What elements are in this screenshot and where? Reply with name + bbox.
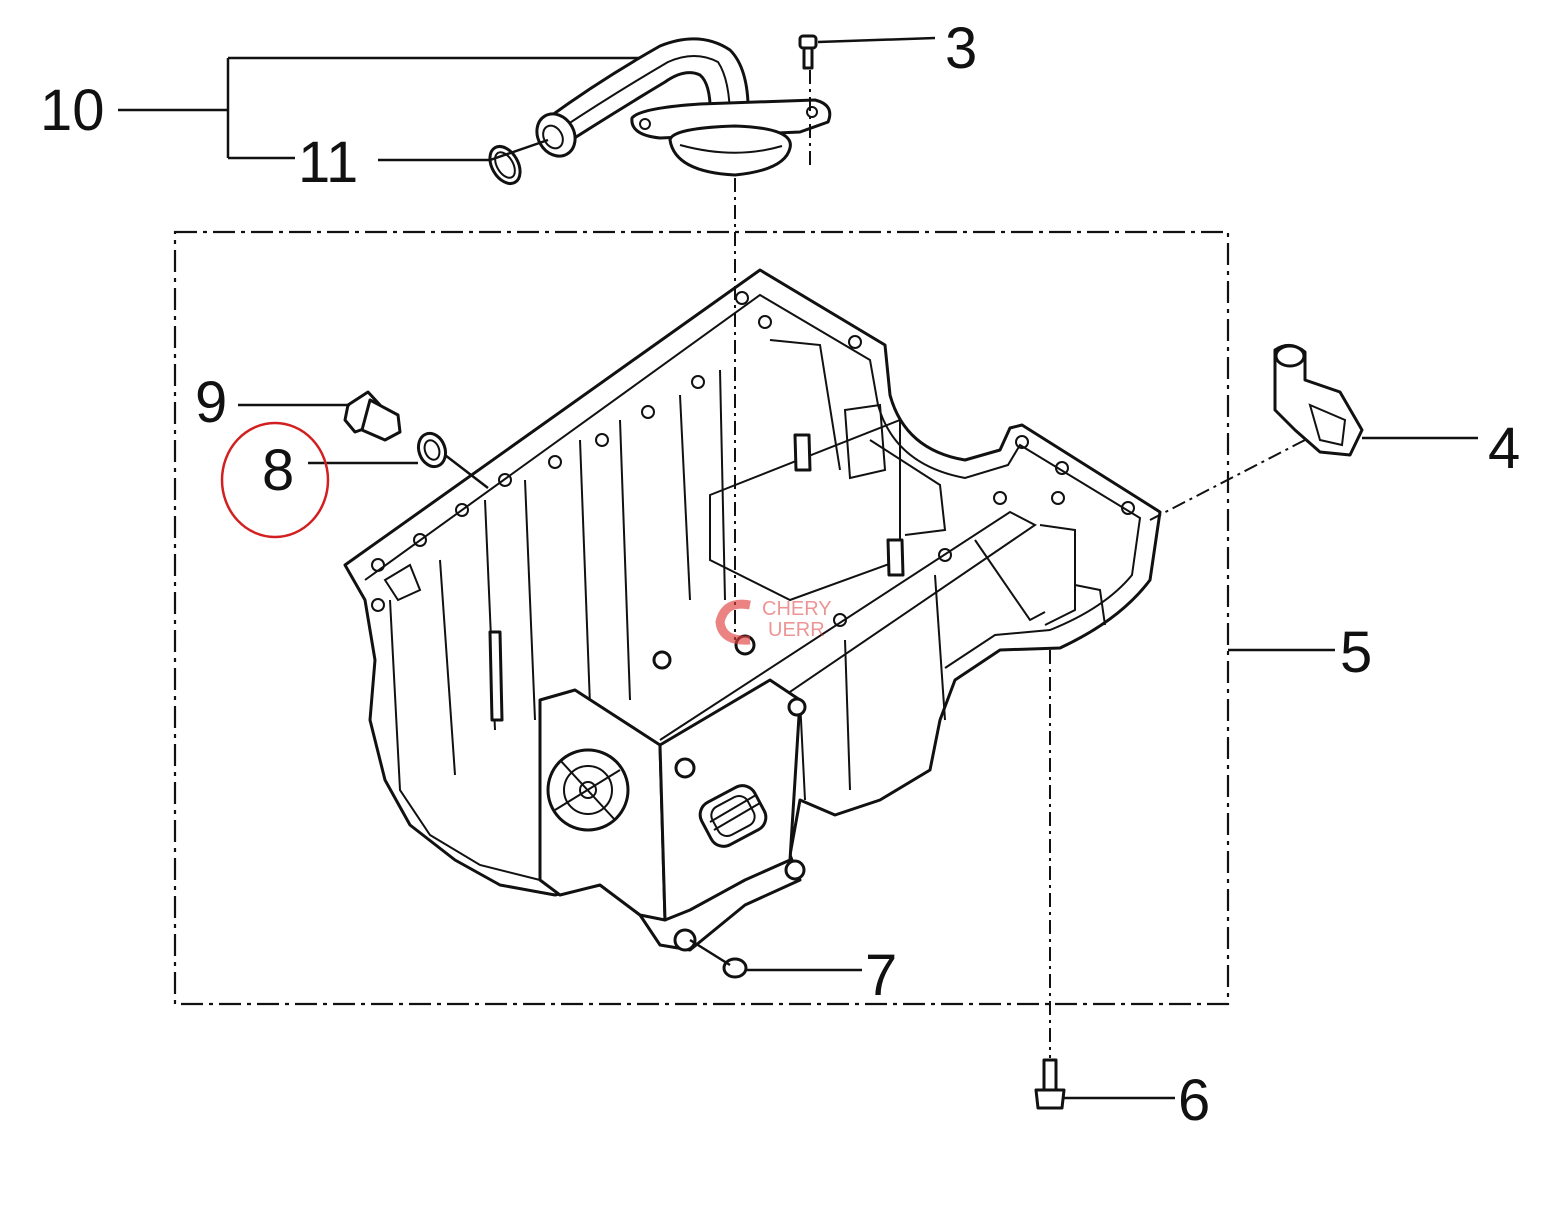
o-ring-11 <box>488 144 522 185</box>
callout-6: 6 <box>1178 1068 1210 1133</box>
callout-11: 11 <box>298 130 358 195</box>
leader-10-bracket <box>226 56 640 160</box>
washer-8 <box>416 431 448 469</box>
watermark-logo: CHERY UERR <box>715 598 832 645</box>
watermark-text-1: CHERY <box>762 598 832 620</box>
oil-pickup-tube <box>535 37 832 177</box>
callout-7: 7 <box>865 943 897 1008</box>
callout-4: 4 <box>1488 416 1520 481</box>
oil-pan-body <box>343 268 1162 952</box>
callout-9: 9 <box>195 370 227 435</box>
leader-3 <box>817 36 936 44</box>
watermark-text-2: UERR <box>768 619 825 641</box>
callout-3: 3 <box>945 16 977 81</box>
bolt-6 <box>1034 1058 1066 1110</box>
leader-7 <box>689 938 862 972</box>
leader-11 <box>378 138 549 162</box>
drain-plug-9 <box>343 390 402 442</box>
callout-8: 8 <box>262 438 294 503</box>
highlight-circle-8 <box>220 421 330 539</box>
bolt-3 <box>798 34 818 70</box>
callout-10: 10 <box>40 78 105 143</box>
oil-level-sensor-4 <box>1273 344 1364 457</box>
dowel-7 <box>722 957 748 979</box>
leader-8-to-pan <box>444 454 489 489</box>
callout-5: 5 <box>1340 620 1372 685</box>
sensor-alignment-line <box>1149 439 1306 521</box>
